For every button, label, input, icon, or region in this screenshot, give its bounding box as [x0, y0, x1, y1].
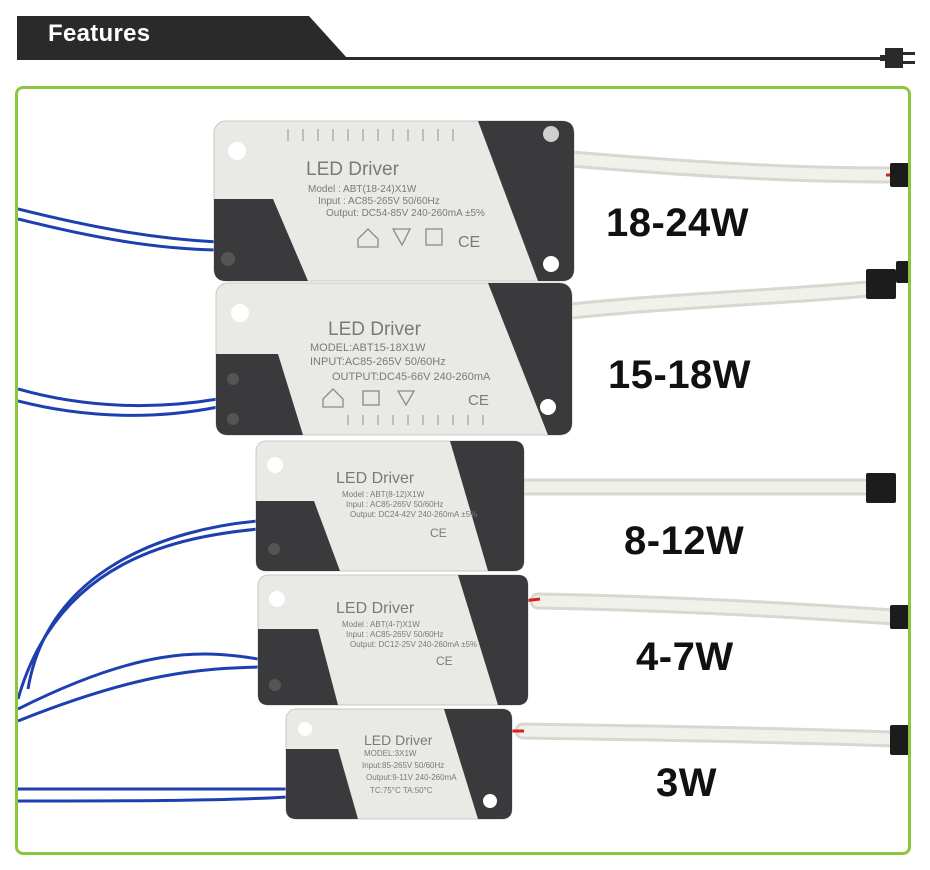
- page-title: Features: [48, 20, 151, 47]
- driver-18-24w: LED Driver Model : ABT(18-24)X1W Input :…: [213, 120, 575, 282]
- driver-line: Input : AC85-265V 50/60Hz: [318, 196, 440, 207]
- driver-brand: LED Driver: [336, 470, 415, 487]
- svg-text:CE: CE: [468, 392, 489, 409]
- blue-wires: [18, 207, 289, 803]
- svg-text:CE: CE: [430, 526, 447, 540]
- wattage-label-4-7w: 4-7W: [636, 635, 734, 679]
- wattage-label-8-12w: 8-12W: [624, 519, 745, 563]
- driver-line: Output: DC54-85V 240-260mA ±5%: [326, 208, 485, 219]
- driver-line: OUTPUT:DC45-66V 240-260mA: [332, 371, 491, 383]
- driver-line: MODEL:ABT15-18X1W: [310, 342, 426, 354]
- driver-line: MODEL:3X1W: [364, 749, 417, 758]
- driver-15-18w: LED Driver MODEL:ABT15-18X1W INPUT:AC85-…: [215, 282, 573, 436]
- driver-line: Model : ABT(4-7)X1W: [342, 620, 420, 629]
- driver-line: Input : AC85-265V 50/60Hz: [346, 500, 443, 509]
- led-driver-photo: LED Driver Model : ABT(18-24)X1W Input :…: [18, 120, 908, 820]
- driver-line: Output:9-11V 240-260mA: [366, 773, 457, 782]
- wattage-label-18-24w: 18-24W: [606, 201, 750, 245]
- plug-icon: [880, 45, 916, 76]
- driver-brand: LED Driver: [306, 159, 400, 180]
- driver-line: Input : AC85-265V 50/60Hz: [346, 630, 443, 639]
- driver-line: Model : ABT(8-12)X1W: [342, 490, 425, 499]
- driver-line: Output: DC12-25V 240-260mA ±5%: [350, 640, 477, 649]
- driver-line: Model : ABT(18-24)X1W: [308, 184, 417, 195]
- connectors: [866, 163, 908, 755]
- product-image-frame: LED Driver Model : ABT(18-24)X1W Input :…: [15, 86, 911, 855]
- driver-brand: LED Driver: [364, 732, 433, 748]
- driver-line: Output: DC24-42V 240-260mA ±5%: [350, 510, 477, 519]
- driver-brand: LED Driver: [336, 600, 415, 617]
- driver-brand: LED Driver: [328, 319, 422, 340]
- header-bar: [17, 16, 347, 58]
- driver-line: Input:85-265V 50/60Hz: [362, 761, 444, 770]
- driver-8-12w: LED Driver Model : ABT(8-12)X1W Input : …: [255, 440, 525, 572]
- driver-line: INPUT:AC85-265V 50/60Hz: [310, 356, 446, 368]
- driver-3w: LED Driver MODEL:3X1W Input:85-265V 50/6…: [285, 708, 513, 820]
- svg-text:CE: CE: [436, 654, 453, 668]
- driver-line: TC:75°C TA:50°C: [370, 786, 433, 795]
- driver-4-7w: LED Driver Model : ABT(4-7)X1W Input : A…: [257, 574, 529, 706]
- wattage-label-15-18w: 15-18W: [608, 353, 752, 397]
- svg-text:CE: CE: [458, 234, 480, 251]
- header-divider: [17, 57, 883, 60]
- wattage-label-3w: 3W: [656, 761, 717, 805]
